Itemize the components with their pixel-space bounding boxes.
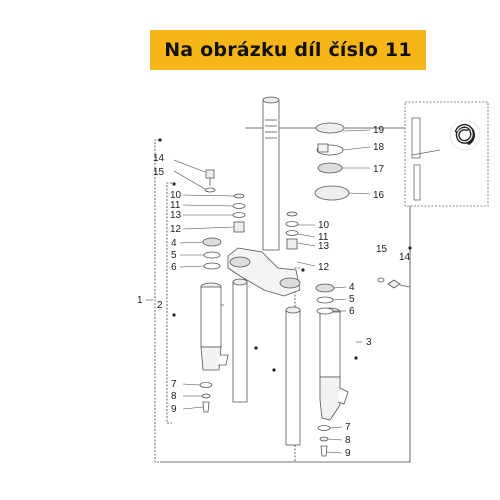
label-1: 1	[137, 295, 143, 306]
label-13-right: 13	[318, 241, 330, 252]
left-small-parts	[232, 193, 246, 233]
label-9-left: 9	[171, 404, 177, 415]
left-seal-stack	[202, 237, 222, 270]
right-fork-leg	[319, 307, 349, 421]
right-seal-stack	[315, 283, 335, 315]
label-5-left: 5	[171, 250, 177, 261]
label-15-right: 15	[376, 244, 388, 255]
label-6-right: 6	[349, 306, 355, 317]
label-14-right: 14	[399, 252, 411, 263]
left-fork-leg	[200, 282, 229, 371]
label-12-right: 12	[318, 262, 330, 273]
right-bottom-bolt	[317, 425, 331, 457]
fork-crown	[227, 247, 301, 297]
label-10-right: 10	[318, 220, 330, 231]
part-labels: 1 2 3 4 5 6 4 5 6 7 8 9 7 8 9 10 11 13 1…	[137, 125, 411, 459]
label-17: 17	[373, 164, 385, 175]
label-12-left: 12	[170, 224, 182, 235]
label-3: 3	[366, 337, 372, 348]
label-11-right: 11	[318, 232, 329, 243]
label-7-right: 7	[345, 422, 351, 433]
label-8-left: 8	[171, 391, 177, 402]
label-6-left: 6	[171, 262, 177, 273]
label-7-left: 7	[171, 379, 177, 390]
label-11-left: 11	[170, 200, 181, 211]
leader-lines	[146, 129, 371, 454]
label-19: 19	[373, 125, 385, 136]
label-18: 18	[373, 142, 385, 153]
label-14-left: 14	[153, 153, 165, 164]
label-16: 16	[373, 190, 385, 201]
label-10-left: 10	[170, 190, 182, 201]
label-4-left: 4	[171, 238, 177, 249]
brand-knot-logo	[449, 119, 481, 151]
right-small-parts	[285, 211, 299, 250]
right-bolt	[377, 277, 411, 289]
label-13-left: 13	[170, 210, 182, 221]
label-5-right: 5	[349, 294, 355, 305]
inset-view	[404, 101, 489, 207]
label-8-right: 8	[345, 435, 351, 446]
label-9-right: 9	[345, 448, 351, 459]
left-bottom-bolt	[199, 382, 213, 413]
label-15-left: 15	[153, 167, 165, 178]
reference-dots	[158, 138, 412, 372]
right-inner-tube	[285, 306, 301, 446]
left-inner-tube	[232, 278, 248, 403]
highlight-banner: Na obrázku díl číslo 11	[150, 30, 426, 70]
left-bolt	[204, 169, 216, 193]
banner-text: Na obrázku díl číslo 11	[164, 39, 412, 61]
label-4-right: 4	[349, 282, 355, 293]
label-2: 2	[157, 300, 163, 311]
steering-stem	[262, 96, 280, 251]
headset-parts	[314, 122, 350, 201]
bracket-left-outer	[154, 139, 160, 463]
